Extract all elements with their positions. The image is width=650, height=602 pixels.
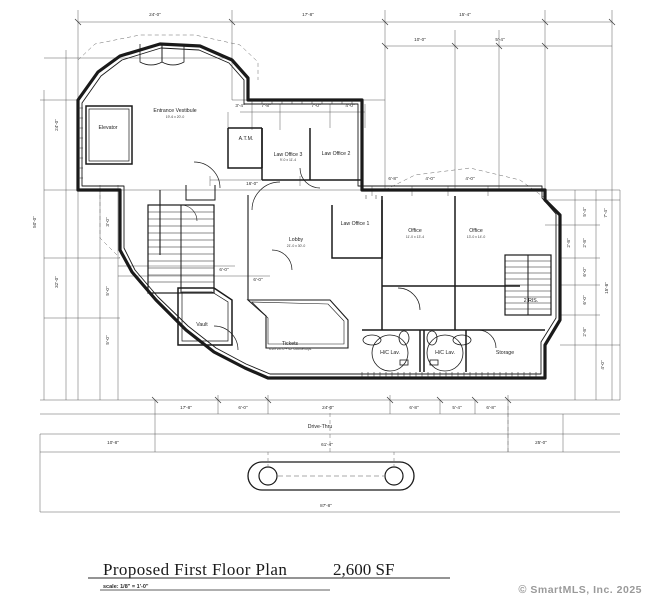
dimension-grid: [39, 10, 621, 513]
dim-bot-4: 6'-8": [409, 405, 419, 410]
dim-bot-8: 61'-4": [321, 442, 333, 447]
room-sub-office-center: 11'-0 x 13'-4: [406, 235, 424, 239]
room-label-tickets: Tickets: [282, 341, 299, 347]
dim-right-4: 2'-8": [582, 238, 587, 248]
room-label-lobby: Lobby: [289, 237, 304, 243]
room-sub-tickets: 3-6'x 24'-0 + 42' countertops: [269, 347, 312, 351]
dim-right-2: 7'-4": [603, 208, 608, 218]
wall-hatch-bottom: [361, 372, 537, 378]
copyright-icon: ©: [518, 584, 527, 596]
bathroom-fixtures: [362, 330, 472, 372]
room-labels: Entrance Vestibule 19'-6 x 20'-0 Elevato…: [98, 108, 538, 430]
dim-bot-1: 17'-8": [180, 405, 192, 410]
room-label-hc-lav-right: H/C Lav.: [435, 350, 455, 356]
dimensions-interior: 3'-4" 7'-8" 7'-0" 4'-0" 16'-0" 6'-8" 4'-…: [219, 103, 475, 282]
dim-bot-9: 25'-0": [535, 440, 547, 445]
dim-left-5: 5'-0": [105, 286, 110, 296]
dim-top-4: 10'-0": [414, 37, 426, 42]
dim-left-3: 32'-0": [54, 276, 59, 288]
drive-thru-island: [247, 452, 415, 491]
dimension-ticks: [74, 18, 616, 404]
room-sub-office-right: 13'-0 x 14'-0: [467, 235, 486, 239]
dim-int-5: 16'-0": [246, 181, 258, 186]
plan-scale: scale: 1/8" = 1'-0": [103, 584, 149, 590]
dim-right-9: 4'-0": [600, 360, 605, 370]
room-label-atm: A.T.M.: [239, 136, 254, 142]
dim-bot-10: 87'-8": [320, 503, 332, 508]
stair-riser-note: 2 RIS.: [524, 298, 538, 304]
dim-bot-6: 6'-8": [486, 405, 496, 410]
interior-partitions: [85, 44, 545, 372]
room-label-office-center: Office: [408, 228, 422, 234]
dim-right-6: 15'-8": [604, 282, 609, 294]
room-label-elevator: Elevator: [98, 125, 117, 131]
dim-int-9: 6'-0": [219, 267, 229, 272]
dimensions-right: 5'-4" 7'-4" 2'-8" 2'-8" 6'-0" 15'-8" 6'-…: [566, 207, 609, 370]
dim-right-5: 6'-0": [582, 267, 587, 277]
room-label-law-office-2: Law Office 2: [322, 151, 351, 157]
room-label-hc-lav-left: H/C Lav.: [380, 350, 400, 356]
room-label-drive-thru: Drive-Thru: [308, 424, 333, 430]
dim-right-1: 5'-4": [582, 207, 587, 217]
room-label-office-right: Office: [469, 228, 483, 234]
room-label-entrance-vestibule: Entrance Vestibule: [153, 108, 196, 114]
room-label-law-office-3: Law Office 3: [274, 152, 303, 158]
room-label-vault: Vault: [196, 322, 208, 328]
dim-right-7: 6'-0": [582, 295, 587, 305]
stair-right: [504, 254, 552, 316]
dim-bot-3: 24'-0": [322, 405, 334, 410]
dim-left-1: 24'-0": [54, 119, 59, 131]
watermark-text: SmartMLS, Inc. 2025: [530, 584, 642, 596]
dim-int-2: 7'-8": [261, 103, 271, 108]
building-walls: [76, 42, 562, 380]
dim-int-7: 4'-0": [425, 176, 435, 181]
dim-top-3: 15'-4": [459, 12, 471, 17]
dim-right-8: 2'-8": [582, 327, 587, 337]
dim-top-5: 5'-4": [495, 37, 505, 42]
watermark: © SmartMLS, Inc. 2025: [518, 584, 642, 596]
room-label-law-office-1: Law Office 1: [341, 221, 370, 227]
dim-left-6: 5'-0": [105, 335, 110, 345]
title-block: Proposed First Floor Plan 2,600 SF scale…: [88, 560, 450, 591]
plan-title: Proposed First Floor Plan: [103, 560, 287, 579]
dim-int-4: 4'-0": [345, 103, 355, 108]
dim-int-1: 3'-4": [235, 103, 245, 108]
room-sub-entrance-vestibule: 19'-6 x 20'-0: [166, 115, 185, 119]
dimensions-bottom: 17'-8" 6'-0" 24'-0" 6'-8" 5'-4" 6'-8" 10…: [107, 405, 547, 508]
dim-left-4: 3'-0": [105, 217, 110, 227]
room-sub-lobby: 21'-0 x 30'-0: [287, 244, 306, 248]
dim-bot-5: 5'-4": [452, 405, 462, 410]
dim-top-2: 17'-8": [302, 12, 314, 17]
dim-int-3: 7'-0": [311, 103, 321, 108]
room-label-storage: Storage: [496, 350, 514, 356]
plan-area: 2,600 SF: [333, 560, 394, 579]
room-sub-law-office-3: 9'-0 x 11'-4: [280, 158, 296, 162]
dimensions-left: 24'-0" 50'-0" 32'-0" 3'-0" 5'-0" 5'-0": [32, 119, 110, 345]
dim-bot-2: 6'-0": [238, 405, 248, 410]
dim-left-2: 50'-0": [32, 216, 37, 228]
dim-bot-7: 10'-8": [107, 440, 119, 445]
dim-int-10: 6'-0": [253, 277, 263, 282]
stair-left: [147, 204, 215, 294]
dim-top-1: 24'-0": [149, 12, 161, 17]
dim-right-3: 2'-8": [566, 238, 571, 248]
dimensions-top: 24'-0" 17'-8" 15'-4" 10'-0" 5'-4": [149, 12, 505, 42]
dim-int-6: 6'-8": [388, 176, 398, 181]
dim-int-8: 4'-0": [465, 176, 475, 181]
